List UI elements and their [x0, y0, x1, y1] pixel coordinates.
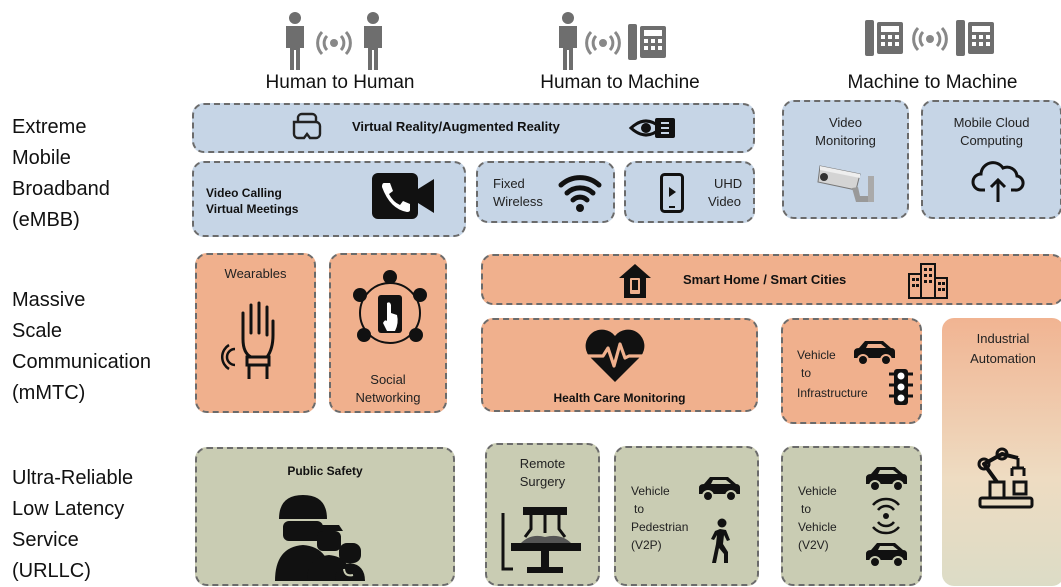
- traffic-light-icon: [889, 369, 913, 405]
- row-label-line: Broadband: [12, 178, 110, 200]
- v2i-label-3: Infrastructure: [797, 386, 868, 400]
- wifi-icon: [558, 175, 602, 212]
- v2p-label-2: to: [634, 502, 645, 516]
- video-calling-label: Video Calling: [206, 186, 282, 200]
- row-label-line: (mMTC): [12, 382, 86, 404]
- v2v-label-4: (V2V): [798, 538, 829, 552]
- smart-home-icon: [619, 264, 651, 298]
- smart-wristband-icon: [220, 301, 275, 379]
- signal-icon: [316, 30, 352, 56]
- networking-label: Networking: [355, 390, 421, 405]
- row-label-line: Scale: [12, 320, 63, 342]
- header-human-to-human: Human to Human: [265, 72, 415, 93]
- social-label: Social: [370, 372, 406, 387]
- public-safety-box: Public Safety: [195, 447, 455, 586]
- row-label-line: Mobile: [12, 147, 71, 169]
- row-label-line: Communication: [12, 351, 151, 373]
- car-icon: [854, 341, 895, 366]
- v2v-label-3: Vehicle: [798, 520, 837, 534]
- wearables-box: Wearables: [195, 253, 316, 413]
- smart-home-label: Smart Home / Smart Cities: [683, 272, 847, 287]
- fixed-wireless-box: Fixed Wireless: [476, 161, 615, 223]
- row-label-line: Massive: [12, 289, 86, 311]
- row-label-line: (eMBB): [12, 209, 80, 231]
- industrial-automation-box: Industrial Automation: [942, 318, 1061, 586]
- machine-icon: [628, 24, 666, 60]
- v2p-label-3: Pedestrian: [631, 520, 689, 534]
- person-icon: [364, 12, 382, 70]
- signal-icon: [585, 30, 621, 56]
- public-safety-label: Public Safety: [287, 464, 363, 478]
- video-label: Video: [708, 194, 742, 209]
- social-networking-box: Social Networking: [329, 253, 447, 413]
- robot-arm-icon: [977, 447, 1034, 509]
- v2i-label-1: Vehicle: [797, 348, 836, 362]
- vr-ar-box: Virtual Reality/Augmented Reality: [192, 103, 755, 153]
- wireless-label: Wireless: [493, 194, 543, 209]
- video-monitoring-label-2: Monitoring: [815, 133, 876, 148]
- video-calling-box: Video Calling Virtual Meetings: [192, 161, 466, 237]
- cctv-camera-icon: [817, 165, 874, 202]
- signal-icon: [912, 26, 948, 52]
- v2v-box: Vehicle to Vehicle (V2V): [781, 446, 922, 586]
- surgery-label: Surgery: [519, 474, 566, 489]
- car-icon: [866, 543, 907, 568]
- machine-icon: [956, 20, 994, 56]
- smart-city-icon: [908, 263, 948, 299]
- wireless-signal-icon: [872, 497, 900, 535]
- remote-surgery-box: Remote Surgery: [485, 443, 600, 586]
- mobile-cloud-label-1: Mobile Cloud: [953, 115, 1030, 130]
- person-icon: [559, 12, 577, 70]
- virtual-meetings-label: Virtual Meetings: [206, 202, 299, 216]
- uhd-label: UHD: [714, 176, 743, 191]
- mobile-cloud-box: Mobile Cloud Computing: [921, 100, 1061, 219]
- car-icon: [699, 477, 740, 502]
- row-label-mmtc: Massive Scale Communication (mMTC): [12, 285, 151, 409]
- row-label-line: Extreme: [12, 116, 87, 138]
- header-machine-to-machine: Machine to Machine: [847, 72, 1018, 93]
- wearables-label: Wearables: [224, 266, 287, 281]
- v2i-label-2: to: [801, 366, 812, 380]
- row-label-line: Low Latency: [12, 498, 125, 520]
- video-call-icon: [372, 173, 434, 219]
- video-monitoring-label-1: Video: [828, 115, 862, 130]
- row-label-line: (URLLC): [12, 560, 91, 582]
- v2v-label-1: Vehicle: [798, 484, 837, 498]
- heart-monitor-icon: [585, 329, 645, 382]
- machine-icon: [865, 20, 903, 56]
- uhd-video-box: UHD Video: [624, 161, 755, 223]
- remote-label: Remote: [519, 456, 566, 471]
- industrial-label-1: Industrial: [976, 331, 1030, 346]
- v2p-label-1: Vehicle: [631, 484, 670, 498]
- v2i-box: Vehicle to Infrastructure: [781, 318, 922, 424]
- health-care-label: Health Care Monitoring: [553, 391, 686, 405]
- social-network-icon: [353, 270, 427, 344]
- surgical-robot-icon: [501, 507, 581, 573]
- smartphone-icon: [660, 173, 684, 213]
- car-icon: [866, 467, 907, 492]
- header-human-to-machine: Human to Machine: [540, 72, 700, 93]
- v2p-box: Vehicle to Pedestrian (V2P): [614, 446, 759, 586]
- health-care-box: Health Care Monitoring: [481, 318, 758, 412]
- row-label-line: Ultra-Reliable: [12, 467, 134, 489]
- vr-headset-icon: [292, 112, 322, 140]
- row-label-line: Service: [12, 529, 79, 551]
- person-icon: [286, 12, 304, 70]
- industrial-label-2: Automation: [970, 351, 1036, 366]
- first-responders-icon: [275, 495, 365, 581]
- cloud-upload-icon: [971, 161, 1025, 202]
- row-label-urllc: Ultra-Reliable Low Latency Service (URLL…: [12, 463, 133, 587]
- video-monitoring-box: Video Monitoring: [782, 100, 909, 219]
- pedestrian-icon: [711, 518, 730, 563]
- v2v-label-2: to: [801, 502, 812, 516]
- ar-eye-icon: [628, 118, 675, 138]
- v2p-label-4: (V2P): [631, 538, 662, 552]
- fixed-label: Fixed: [493, 176, 525, 191]
- row-label-embb: Extreme Mobile Broadband (eMBB): [12, 112, 110, 236]
- vr-ar-label: Virtual Reality/Augmented Reality: [352, 119, 560, 134]
- mobile-cloud-label-2: Computing: [960, 133, 1023, 148]
- smart-home-box: Smart Home / Smart Cities: [481, 254, 1061, 305]
